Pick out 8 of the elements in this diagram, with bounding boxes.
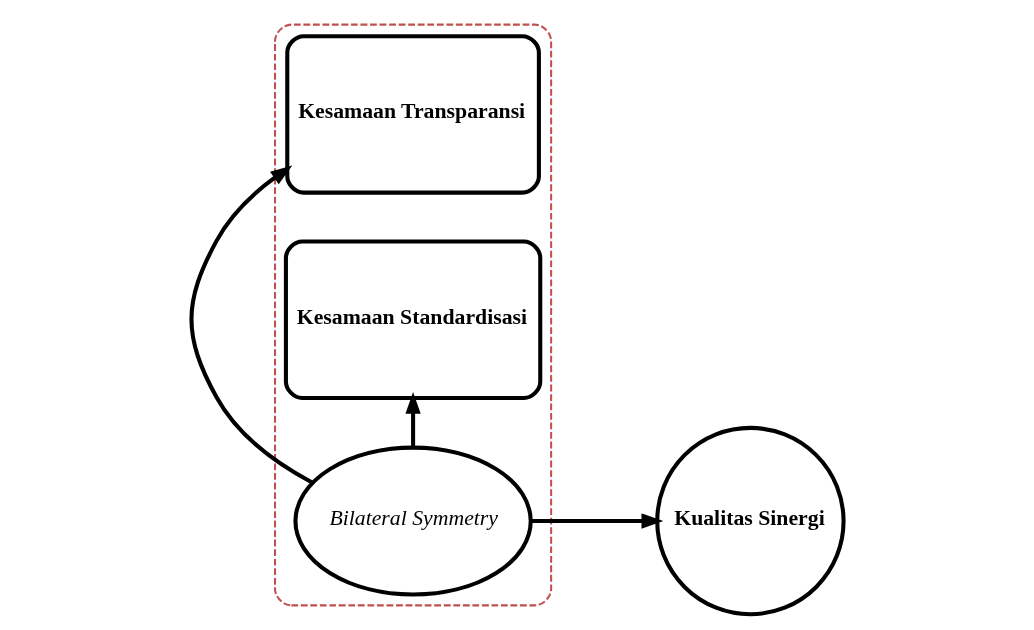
node-box: Kesamaan Standardisasi — [283, 239, 542, 400]
node-ellipse: Bilateral Symmetry — [292, 445, 533, 597]
node-box: Kesamaan Transparansi — [284, 34, 541, 195]
arrow — [188, 165, 314, 485]
arrow — [404, 391, 421, 448]
cluster — [273, 23, 552, 607]
arrow — [530, 513, 663, 529]
node-circle: Kualitas Sinergi — [654, 425, 846, 617]
